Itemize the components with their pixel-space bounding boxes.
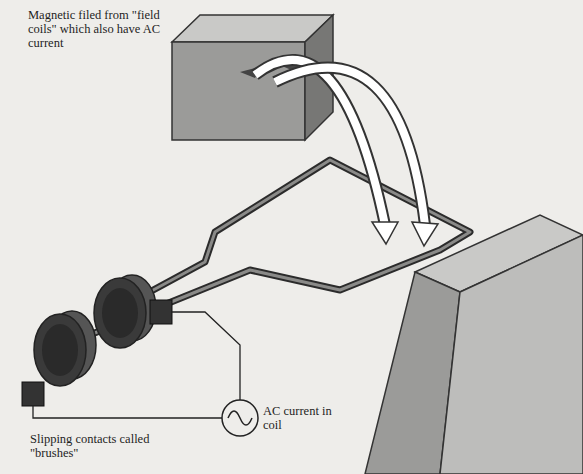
circuit-wire — [33, 406, 222, 418]
label-text: Slipping contacts called "brushes" — [30, 432, 149, 460]
sine-symbol — [228, 411, 252, 425]
pole-side-face — [440, 235, 583, 474]
circuit-wire — [172, 312, 240, 400]
annotation-label: Magnetic filed from "field coils" which … — [28, 8, 168, 50]
annotation-label: AC current in coil — [263, 404, 341, 432]
brush — [22, 382, 44, 406]
slip-rings — [34, 275, 156, 386]
field-arrows — [255, 60, 438, 246]
label-text: Magnetic filed from "field coils" which … — [28, 8, 160, 50]
annotation-label: Slipping contacts called "brushes" — [30, 432, 190, 460]
ac-source-symbol — [222, 400, 258, 436]
coil-wire — [65, 160, 470, 345]
brush — [150, 300, 172, 324]
label-text: AC current in coil — [263, 404, 332, 432]
